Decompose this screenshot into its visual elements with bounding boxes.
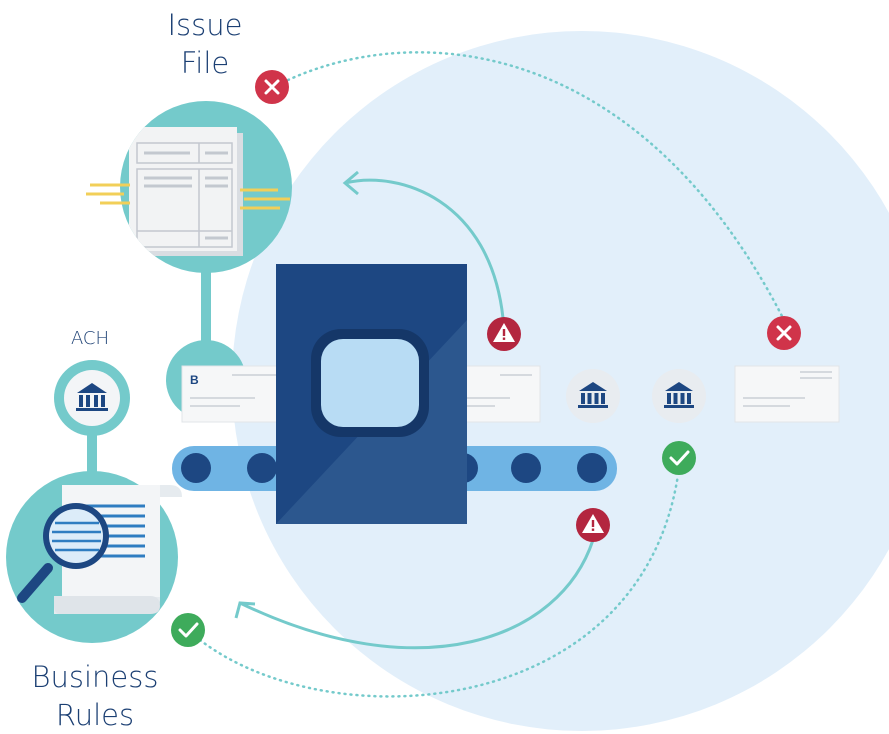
- bank-icon: [76, 383, 108, 411]
- check-logo: B: [190, 373, 199, 387]
- rejected-dotted-path: [286, 51, 785, 320]
- exception-return-arrow-top: [344, 178, 505, 319]
- background-circle: [232, 31, 889, 731]
- issue-file-label-line1: Issue: [167, 8, 243, 42]
- issue-file-document-icon: [129, 127, 243, 256]
- bank-icon: [652, 369, 706, 423]
- warning-icon: [487, 317, 521, 351]
- issue-file-label-line2: File: [180, 46, 230, 80]
- machine-screen: [321, 339, 419, 427]
- checkmark-icon: [171, 613, 205, 647]
- motion-lines: [86, 183, 290, 210]
- ach-label: ACH: [70, 328, 110, 349]
- exception-return-arrow-bottom: [239, 539, 595, 650]
- checkmark-icon: [662, 441, 696, 475]
- business-rules-label-line2: Rules: [55, 698, 135, 732]
- arrowhead-top: [342, 170, 359, 196]
- rejected-check: [734, 365, 840, 423]
- issue-file-label: Issue File: [150, 6, 260, 82]
- magnifying-glass-icon: [17, 503, 109, 603]
- business-rules-label: Business Rules: [10, 658, 180, 734]
- incoming-check: B: [181, 365, 287, 423]
- warning-icon: [576, 508, 610, 542]
- x-icon: [767, 316, 801, 350]
- x-icon: [255, 70, 289, 104]
- bank-icon: [566, 369, 620, 423]
- approved-dotted-path: [198, 473, 680, 698]
- arrowhead-bottom: [234, 601, 256, 619]
- ach-inner-circle: [64, 370, 120, 426]
- processing-machine: [276, 264, 467, 524]
- business-rules-label-line1: Business: [31, 660, 159, 694]
